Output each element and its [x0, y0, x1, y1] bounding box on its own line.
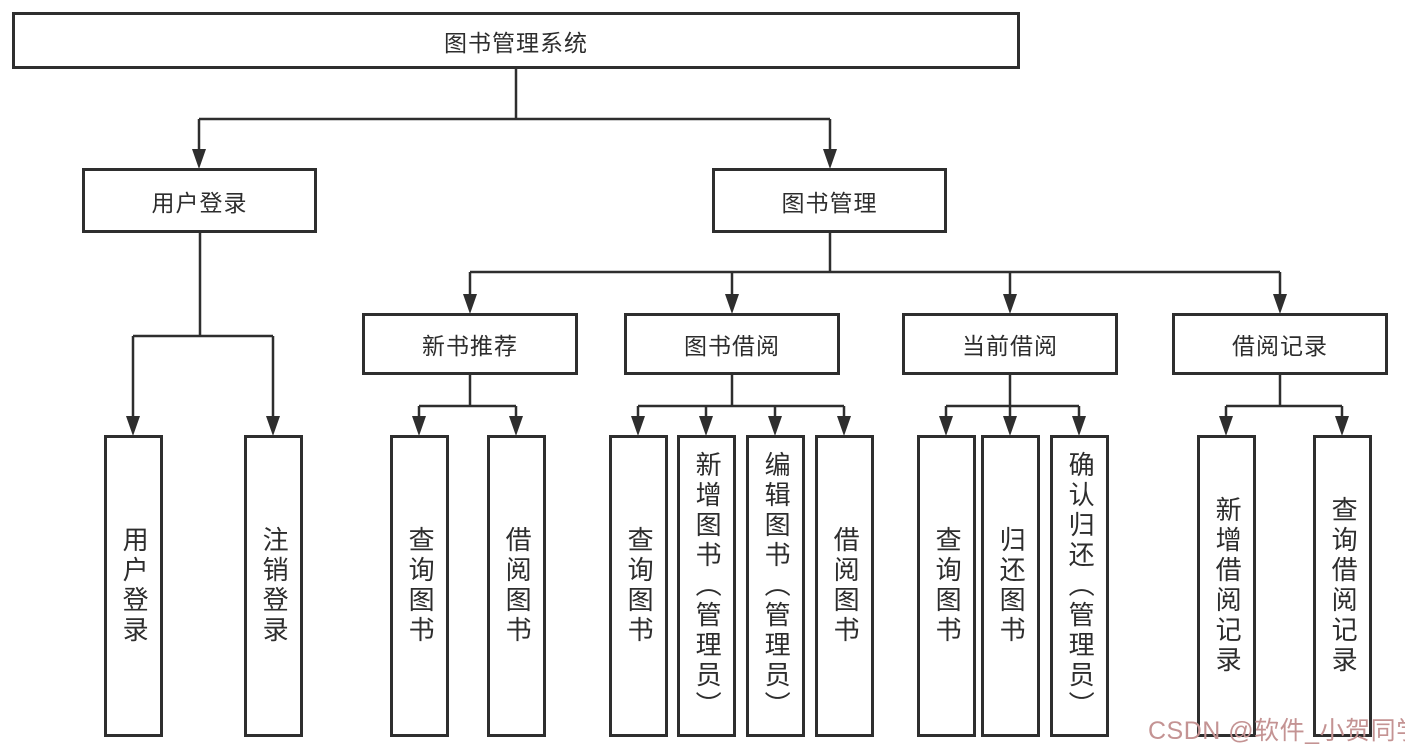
node-current-borrow: 当前借阅 — [902, 313, 1118, 375]
node-label: 当前借阅 — [962, 333, 1058, 359]
node-label: 新书推荐 — [422, 333, 518, 359]
leaf-return-book: 归还图书 — [981, 435, 1040, 737]
arrowheads — [126, 149, 1349, 436]
leaf-user-login: 用户登录 — [104, 435, 163, 737]
node-new-book-recommend: 新书推荐 — [362, 313, 578, 375]
leaf-query-borrow-record: 查询借阅记录 — [1313, 435, 1372, 737]
leaf-label: 借阅图书 — [830, 526, 861, 646]
node-book-management: 图书管理 — [712, 168, 947, 233]
leaf-label: 查询图书 — [624, 526, 655, 646]
node-label: 图书借阅 — [684, 333, 780, 359]
csdn-watermark: CSDN @软件_小贺同学 — [1148, 717, 1405, 745]
leaf-label: 注销登录 — [259, 526, 290, 646]
node-label: 借阅记录 — [1232, 333, 1328, 359]
leaf-borrow-book-recommend: 借阅图书 — [487, 435, 546, 737]
leaf-edit-book-admin: 编辑图书（管理员） — [746, 435, 805, 737]
node-borrow-record: 借阅记录 — [1172, 313, 1388, 375]
node-book-borrow: 图书借阅 — [624, 313, 840, 375]
leaf-label: 归还图书 — [996, 526, 1027, 646]
leaf-label: 借阅图书 — [502, 526, 533, 646]
node-library-management-system: 图书管理系统 — [12, 12, 1020, 69]
node-label: 图书管理系统 — [444, 29, 588, 56]
leaf-add-borrow-record: 新增借阅记录 — [1197, 435, 1256, 737]
leaf-label: 新增图书（管理员） — [692, 451, 723, 721]
leaf-label: 用户登录 — [119, 526, 150, 646]
leaf-label: 查询图书 — [932, 526, 963, 646]
leaf-label: 新增借阅记录 — [1212, 496, 1243, 676]
leaf-logout-login: 注销登录 — [244, 435, 303, 737]
leaf-label: 编辑图书（管理员） — [761, 451, 792, 721]
leaf-label: 查询借阅记录 — [1328, 496, 1359, 676]
leaf-confirm-return-admin: 确认归还（管理员） — [1050, 435, 1109, 737]
leaf-query-book-recommend: 查询图书 — [390, 435, 449, 737]
leaf-add-book-admin: 新增图书（管理员） — [677, 435, 736, 737]
node-label: 用户登录 — [151, 189, 248, 216]
leaf-query-book-current: 查询图书 — [917, 435, 976, 737]
leaf-label: 确认归还（管理员） — [1065, 451, 1096, 721]
node-user-login: 用户登录 — [82, 168, 317, 233]
leaf-label: 查询图书 — [405, 526, 436, 646]
leaf-borrow-book: 借阅图书 — [815, 435, 874, 737]
leaf-query-book-borrow: 查询图书 — [609, 435, 668, 737]
node-label: 图书管理 — [781, 189, 878, 216]
